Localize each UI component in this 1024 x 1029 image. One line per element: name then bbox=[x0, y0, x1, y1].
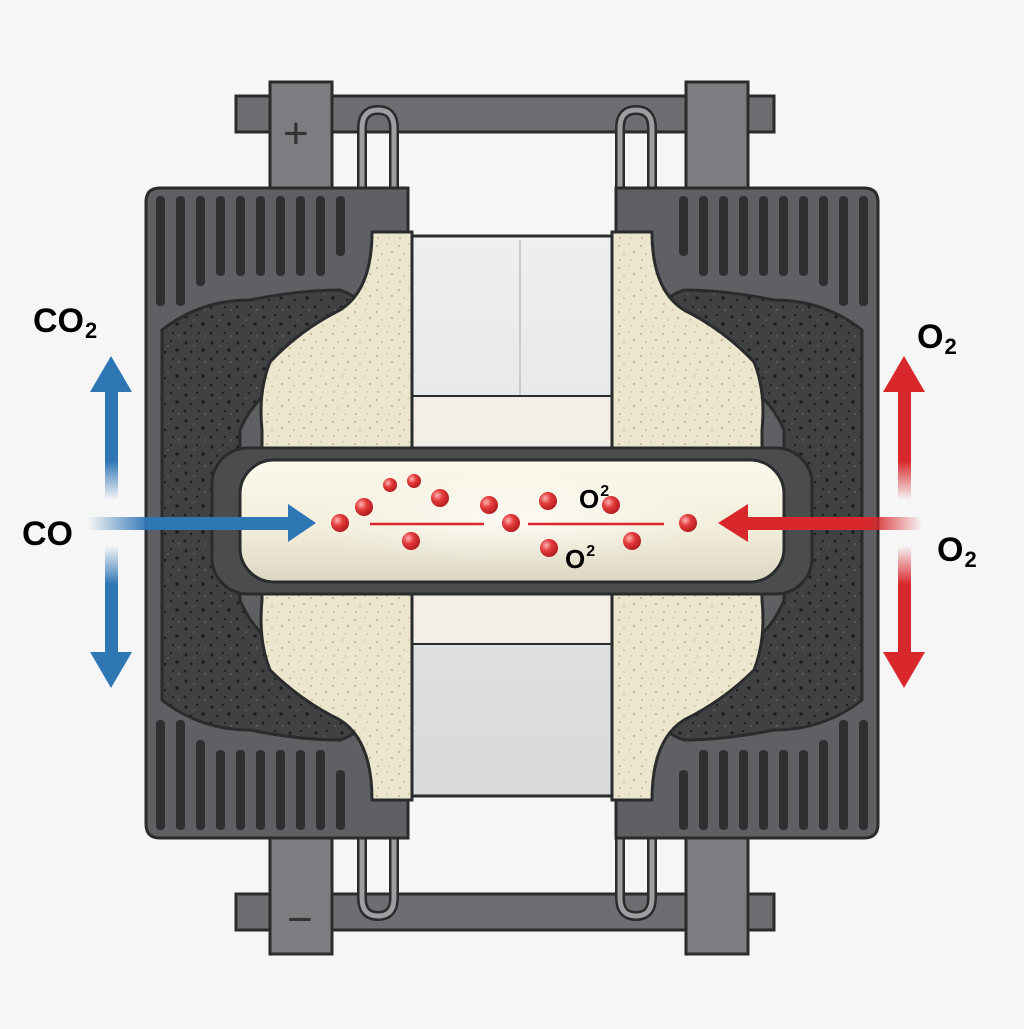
arrow-up-icon bbox=[90, 356, 132, 392]
bottom-frame bbox=[234, 794, 776, 956]
oxide-ion bbox=[679, 514, 697, 532]
oxide-ion bbox=[383, 478, 397, 492]
o2-arrow-in bbox=[718, 504, 922, 542]
oxide-ion bbox=[402, 532, 420, 550]
oxide-ion bbox=[502, 514, 520, 532]
oxide-ion-label: O2 bbox=[579, 483, 610, 514]
co-label: CO bbox=[22, 515, 73, 553]
oxide-ion bbox=[331, 514, 349, 532]
oxide-ion bbox=[602, 496, 620, 514]
right-porous-electrode bbox=[652, 288, 864, 742]
top-frame bbox=[234, 80, 776, 232]
co2-label: CO2 bbox=[33, 302, 98, 343]
co-arrow-down bbox=[90, 546, 132, 688]
o2-product-label: O2 bbox=[917, 318, 957, 359]
co-arrow-up bbox=[90, 356, 132, 500]
o2-feed-label: O2 bbox=[937, 531, 977, 572]
o2-arrow-down bbox=[883, 546, 925, 688]
oxide-ion-label: O2 bbox=[565, 543, 596, 574]
arrow-down-icon bbox=[90, 652, 132, 688]
arrow-down-icon bbox=[883, 652, 925, 688]
arrow-up-icon bbox=[883, 356, 925, 392]
oxide-ion bbox=[355, 498, 373, 516]
negative-terminal-label: − bbox=[287, 895, 313, 944]
oxide-ion bbox=[431, 489, 449, 507]
oxide-ion bbox=[539, 492, 557, 510]
oxide-ion bbox=[623, 532, 641, 550]
oxide-ion bbox=[407, 474, 421, 488]
left-porous-electrode bbox=[160, 288, 372, 742]
o2-arrow-up bbox=[883, 356, 925, 500]
co-arrow-in bbox=[88, 504, 316, 542]
positive-terminal-label: + bbox=[283, 109, 309, 158]
oxide-ion bbox=[480, 496, 498, 514]
arrow-right-icon bbox=[288, 504, 316, 542]
oxide-ions bbox=[331, 474, 697, 557]
electrolyte-channel bbox=[210, 446, 814, 596]
arrow-left-icon bbox=[718, 504, 748, 542]
oxide-ion bbox=[540, 539, 558, 557]
right-housing bbox=[610, 186, 880, 840]
